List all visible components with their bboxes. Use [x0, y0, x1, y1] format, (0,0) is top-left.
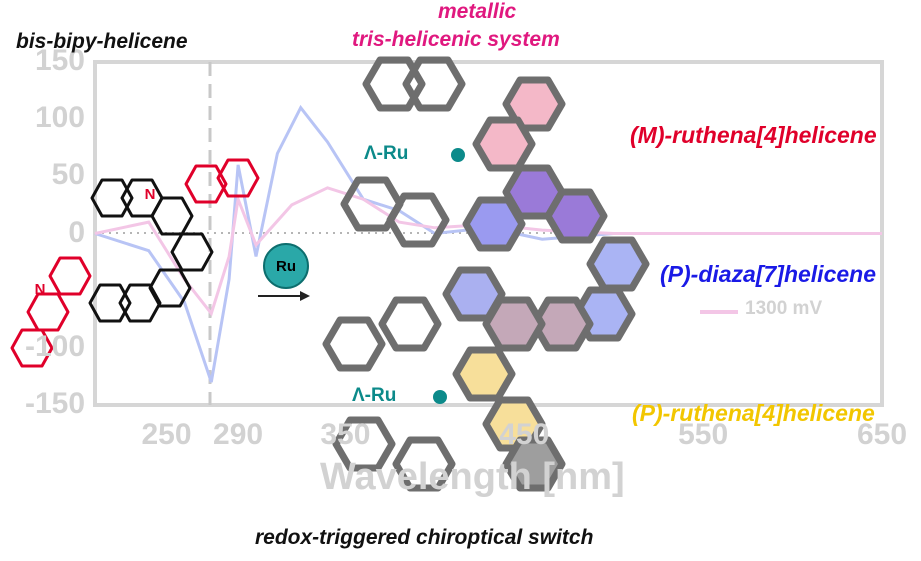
ruthenium-center-bottom [433, 390, 447, 404]
metallic-title-line1: metallic [438, 0, 517, 23]
lambda-ru-bottom-label: Λ-Ru [352, 385, 397, 406]
ruthenium-reagent-label: Ru [276, 258, 296, 275]
m-ruthena-helicene-label: (M)-ruthena[4]helicene [630, 122, 877, 148]
x-tick-label: 350 [320, 418, 371, 451]
redox-switch-caption: redox-triggered chiroptical switch [255, 526, 594, 549]
lambda-ru-top-label: Λ-Ru [364, 143, 409, 164]
y-tick-label: 50 [51, 158, 85, 192]
x-tick-label: 450 [499, 418, 550, 451]
bis-bipy-helicene-structure [10, 158, 260, 368]
cd-spectrum-chart [93, 60, 884, 407]
series-line-2 [94, 186, 882, 317]
series-layer [94, 104, 882, 383]
x-tick-label: 550 [678, 418, 729, 451]
y-tick-label: -100 [24, 329, 85, 363]
y-tick-label: 150 [34, 44, 85, 77]
reaction-arrow [258, 291, 310, 301]
x-tick-label: 250 [141, 418, 192, 451]
ruthenium-reagent-sphere [263, 243, 309, 289]
atom-n-label-2: N [35, 281, 46, 298]
x-tick-label: 650 [856, 418, 908, 451]
p-ruthena-helicene-label: (P)-ruthena[4]helicene [632, 400, 875, 426]
metallic-title-line2: tris-helicenic system [352, 28, 560, 51]
y-tick-label: 100 [34, 101, 85, 135]
x-axis-title: Wavelength [nm] [320, 456, 625, 498]
atom-n-label-1: N [145, 186, 156, 203]
y-tick-label: 0 [68, 215, 85, 249]
tris-helicenic-structure [322, 56, 650, 492]
ruthenium-center-top [451, 148, 465, 162]
x-tick-label: 290 [213, 418, 264, 451]
y-tick-label: -150 [24, 387, 85, 420]
legend-entry-label: 1300 mV [745, 298, 823, 319]
bis-bipy-helicene-label: bis-bipy-helicene [16, 30, 188, 53]
p-diaza-helicene-label: (P)-diaza[7]helicene [660, 261, 876, 287]
